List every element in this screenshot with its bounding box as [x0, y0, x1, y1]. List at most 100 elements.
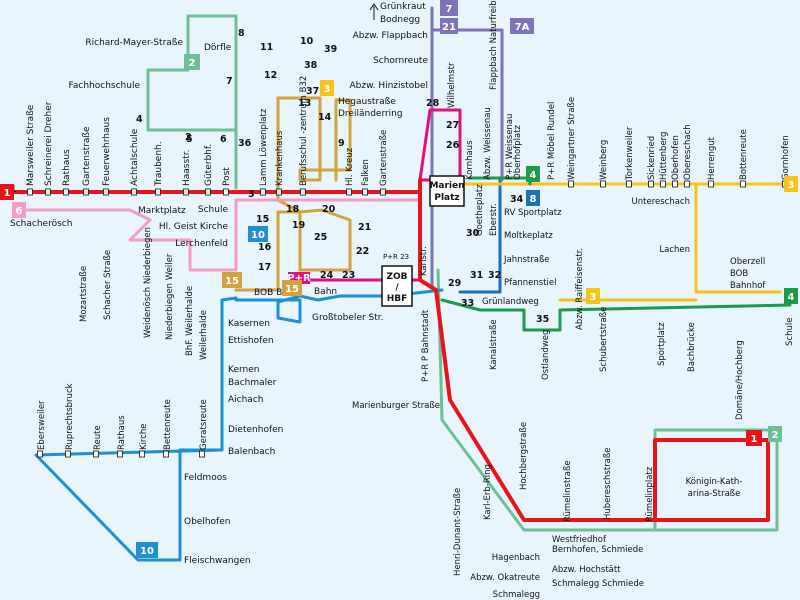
stop-marker[interactable] [300, 188, 306, 196]
stop-label: Goetheplatz [475, 184, 485, 236]
line-badge-10[interactable]: 10 [136, 542, 158, 558]
line-badge-7[interactable]: 7 [440, 0, 458, 16]
line-badge-8[interactable]: 8 [526, 190, 540, 206]
stop-marker[interactable] [380, 188, 386, 196]
stop-marker[interactable] [684, 180, 690, 188]
stop-marker[interactable] [131, 188, 137, 196]
line-badge-3[interactable]: 3 [586, 288, 600, 304]
stop-marker[interactable] [600, 180, 606, 188]
stop-marker[interactable] [708, 180, 714, 188]
stop-number: 35 [536, 314, 549, 325]
stop-number: 37 [306, 86, 319, 97]
line-badge-1[interactable]: 1 [746, 430, 762, 446]
stop-marker[interactable] [163, 450, 169, 458]
stop-number: 13 [298, 98, 311, 109]
stop-number: 34 [510, 194, 524, 205]
stop-label: Rümelinstraße [563, 460, 573, 522]
line-badge-label: 8 [530, 194, 537, 205]
stop-marker[interactable] [117, 450, 123, 458]
line-badge-7A[interactable]: 7A [510, 18, 534, 34]
stop-label: Abzw. Okatreute [470, 573, 540, 583]
stop-label: Krankenhaus [275, 130, 285, 186]
stop-marker[interactable] [568, 180, 574, 188]
stop-marker[interactable] [260, 188, 266, 196]
line-badge-6[interactable]: 6 [12, 202, 26, 218]
stop-marker[interactable] [660, 180, 666, 188]
hub-marienplatz[interactable]: Marien Platz [429, 175, 465, 207]
stop-number: 8 [238, 28, 245, 39]
hub-zob[interactable]: ZOB / HBF [381, 265, 413, 307]
stop-marker[interactable] [626, 180, 632, 188]
line-badge-2[interactable]: 2 [768, 426, 782, 442]
stop-marker[interactable] [45, 188, 51, 196]
stop-number: 21 [358, 222, 371, 233]
line-badge-4[interactable]: 4 [526, 166, 540, 182]
stop-marker[interactable] [27, 188, 33, 196]
stop-label: Abzw. Hinzistobel [349, 81, 428, 91]
stop-marker[interactable] [362, 188, 368, 196]
stop-number: 4 [136, 114, 143, 125]
line-badge-3[interactable]: 3 [320, 80, 334, 96]
stop-label: Fleischwangen [184, 556, 251, 566]
stop-marker[interactable] [223, 188, 229, 196]
stop-number: 17 [258, 262, 271, 273]
stop-label: Herrengut [707, 136, 717, 180]
stop-label: Schreinerei Dreher [44, 101, 54, 186]
stop-label: Henri-Dunant-Straße [453, 488, 463, 576]
stop-label: Bahn [314, 287, 337, 297]
stop-label: Karl-Erb-Ring [483, 464, 493, 520]
line-badge-10[interactable]: 10 [248, 226, 268, 242]
stop-label: Kasernen [228, 319, 270, 329]
line-2-path [146, 14, 238, 190]
stop-label: Reute [93, 425, 103, 450]
stop-label: Pfannenstiel [504, 278, 556, 288]
line-badge-2[interactable]: 2 [184, 54, 200, 70]
stop-marker[interactable] [37, 450, 43, 458]
line-badge-4[interactable]: 4 [784, 288, 798, 304]
stop-label: Schule [198, 205, 229, 215]
line-badge-1[interactable]: 1 [0, 184, 14, 200]
stop-marker[interactable] [276, 188, 282, 196]
stop-label: Schule [785, 318, 795, 346]
stop-label: Schacher Straße [103, 250, 113, 320]
stop-marker[interactable] [205, 188, 211, 196]
stop-label: Kernen [228, 365, 259, 375]
stop-label: Weilerhalde [199, 310, 209, 360]
line-8-path [458, 178, 502, 294]
line-badge-3[interactable]: 3 [784, 176, 798, 192]
stop-marker[interactable] [740, 180, 746, 188]
stop-label: Oberhofen [671, 135, 681, 180]
stop-marker[interactable] [63, 188, 69, 196]
stop-marker[interactable] [139, 450, 145, 458]
stop-marker[interactable] [199, 450, 205, 458]
stop-label: Großtobeler Str. [312, 313, 384, 323]
stop-marker[interactable] [183, 188, 189, 196]
line-4-south-path [440, 298, 792, 332]
stop-number: 20 [322, 204, 336, 215]
line-badge-15[interactable]: 15 [282, 280, 302, 296]
stop-marker[interactable] [103, 188, 109, 196]
line-badge-21[interactable]: 21 [440, 18, 458, 34]
stop-marker[interactable] [648, 180, 654, 188]
stop-label: Balenbach [228, 447, 275, 457]
stop-marker[interactable] [346, 188, 352, 196]
stop-label: Aichach [228, 395, 263, 405]
stop-marker[interactable] [672, 180, 678, 188]
stop-label: Kornhaus [465, 140, 475, 180]
stop-number: 31 [470, 270, 483, 281]
stop-marker[interactable] [93, 450, 99, 458]
line-badge-15[interactable]: 15 [222, 272, 242, 288]
stop-label: Dietenhofen [228, 425, 283, 435]
stop-label: Marsweiler Straße [26, 104, 36, 186]
zob-pr-label: P+R 23 [383, 253, 409, 261]
stop-marker[interactable] [155, 188, 161, 196]
stop-label: Bahnhof [730, 281, 766, 291]
stop-marker[interactable] [83, 188, 89, 196]
stop-label: Geratsreute [199, 399, 209, 450]
stop-number: 15 [256, 214, 269, 225]
stop-marker[interactable] [65, 450, 71, 458]
stop-label: Ruprechtsbruck [65, 383, 75, 450]
stop-number: 39 [324, 44, 337, 55]
